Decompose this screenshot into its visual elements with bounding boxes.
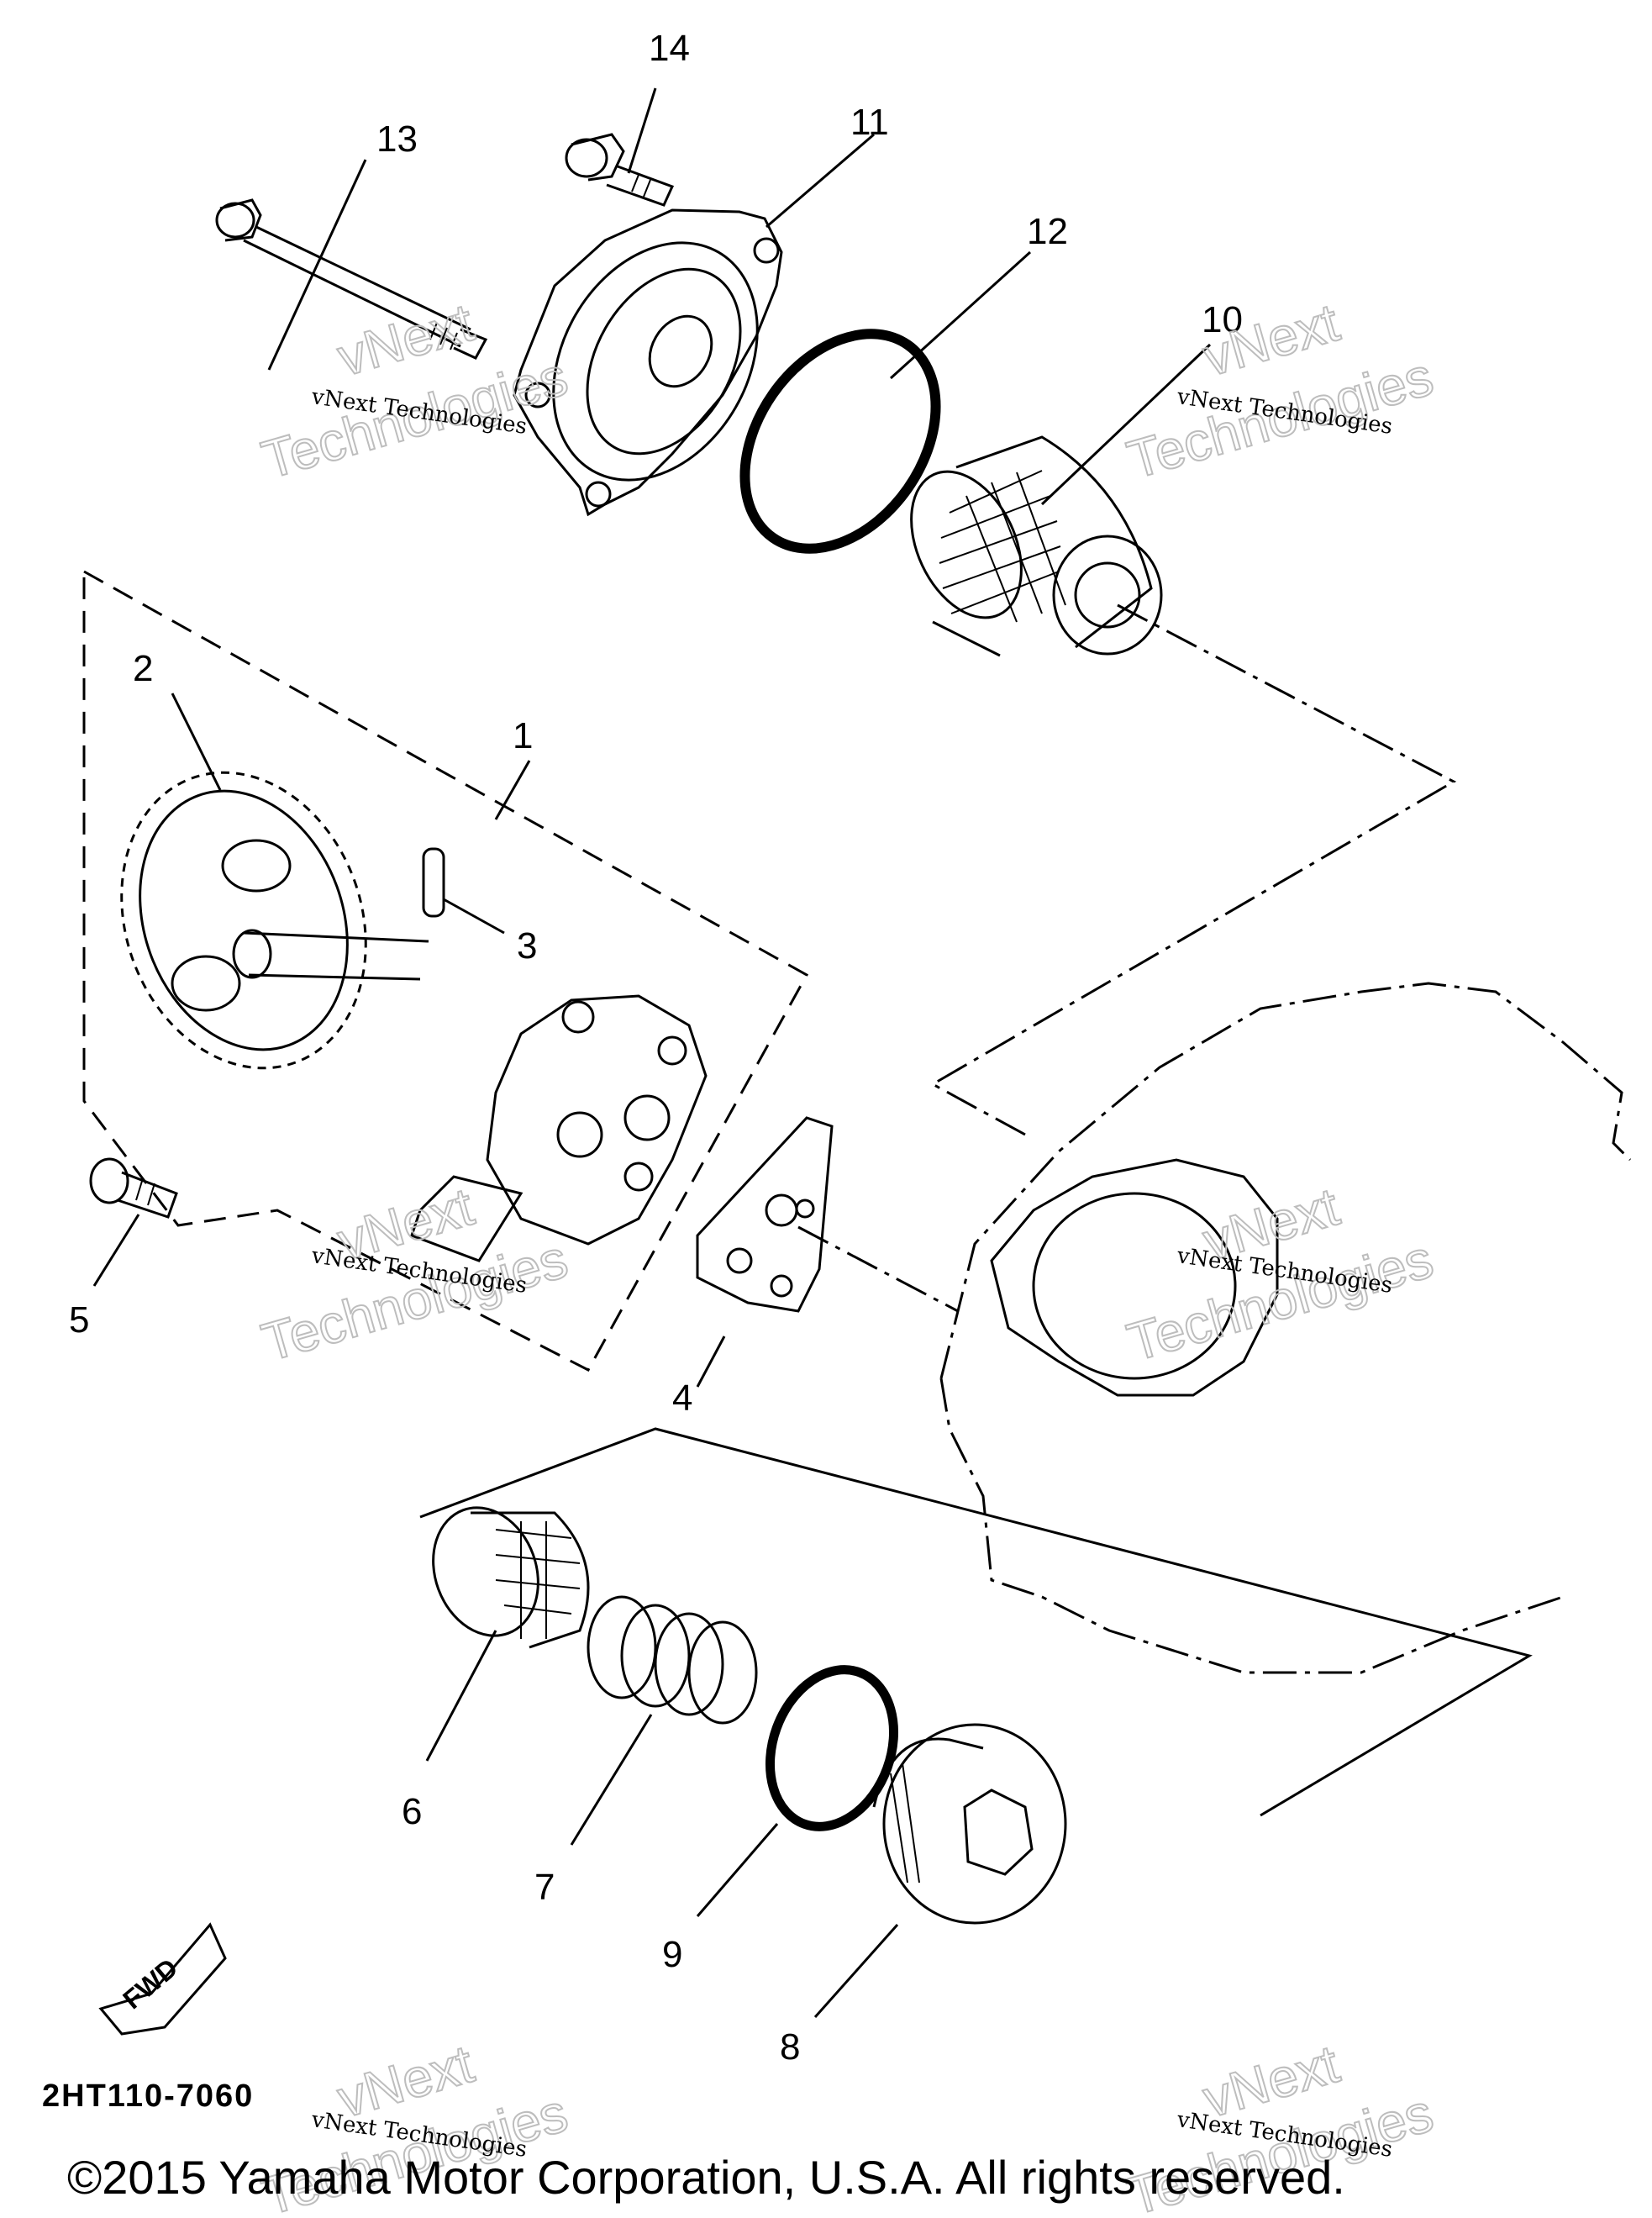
callout-8: 8 [780, 2026, 800, 2068]
copyright-notice: ©2015 Yamaha Motor Corporation, U.S.A. A… [67, 2151, 1345, 2204]
part-2-drive-gear [120, 771, 429, 1070]
callout-13: 13 [376, 119, 418, 160]
callout-6: 6 [402, 1791, 422, 1832]
callout-9: 9 [662, 1934, 682, 1975]
fwd-label: FWD [117, 1952, 183, 2015]
part-13-long-bolt [215, 198, 488, 360]
part-14-small-bolt [565, 133, 675, 207]
filter-leader [929, 603, 1457, 1136]
callout-4: 4 [672, 1378, 692, 1419]
watermark-top-right: vNext Technologies vNext Technologies [1120, 291, 1440, 491]
part-7-spring [587, 1595, 758, 1725]
watermark-mid-right: vNext Technologies vNext Technologies [1120, 1175, 1440, 1373]
callout-3: 3 [517, 925, 537, 967]
callout-7: 7 [534, 1867, 555, 1908]
part-5-screw [89, 1157, 178, 1219]
callout-10: 10 [1202, 299, 1243, 340]
part-1-oil-pump-body [410, 994, 708, 1262]
reference-code: 2HT110-7060 [42, 2078, 254, 2114]
fwd-arrow-icon: FWD [98, 1922, 227, 2036]
callout-12: 12 [1027, 211, 1068, 252]
watermark-top-left: vNext Technologies vNext Technologies [255, 291, 575, 491]
part-6-strainer [432, 1506, 590, 1649]
leader-lines [92, 87, 1212, 2018]
assembly-1-boundary [82, 569, 809, 1372]
part-8-drain-plug [872, 1723, 1067, 1925]
part-10-oil-filter [910, 435, 1163, 657]
crankcase-phantom [939, 982, 1632, 1674]
part-12-o-ring [739, 329, 941, 554]
callout-numbers: 1 2 3 4 5 6 7 8 9 10 11 12 13 14 [69, 28, 1243, 2068]
watermark-mid-left: vNext Technologies vNext Technologies [255, 1175, 575, 1373]
gasket-leader [797, 1225, 959, 1313]
strainer-group-box [419, 1427, 1533, 1817]
callout-5: 5 [69, 1299, 89, 1341]
callout-2: 2 [133, 648, 153, 689]
callout-1: 1 [513, 715, 533, 756]
callout-11: 11 [850, 102, 889, 143]
part-3-pin [422, 847, 445, 918]
part-9-o-ring [765, 1665, 899, 1831]
callout-14: 14 [649, 28, 690, 69]
part-4-gasket [696, 1116, 834, 1313]
part-11-filter-cover [513, 208, 783, 517]
